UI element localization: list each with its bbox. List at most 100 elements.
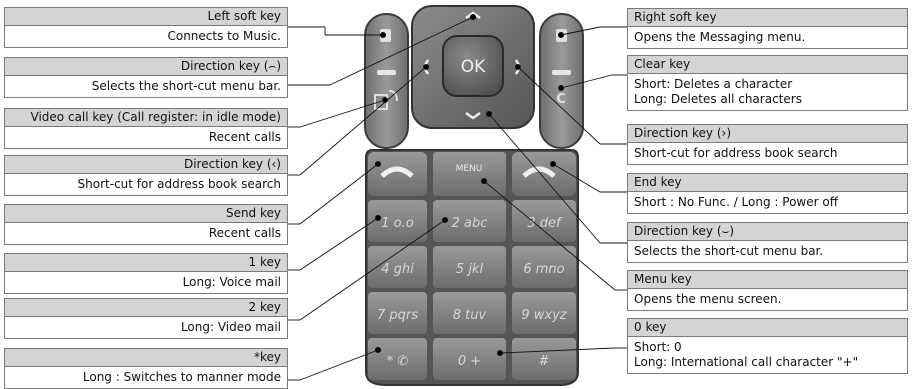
key-8 xyxy=(433,292,506,334)
callout-title: 2 key xyxy=(4,298,288,317)
callout-description-line: Long: Voice mail xyxy=(182,275,281,289)
callout-description: Selects the short-cut menu bar. xyxy=(627,241,908,263)
callout-title: Direction key (⌣) xyxy=(627,222,908,241)
ok-key-label: OK xyxy=(461,57,486,77)
callout-description: Short-cut for address book search xyxy=(4,174,288,196)
leader-dot xyxy=(557,31,565,39)
key-10 xyxy=(368,338,427,380)
key-label: 6 mno xyxy=(523,262,564,277)
left-callout: Direction key (⌢)Selects the short-cut m… xyxy=(4,57,288,98)
callout-description: Long : Switches to manner mode xyxy=(4,367,288,389)
callout-description-line: Selects the short-cut menu bar. xyxy=(634,244,824,258)
callout-leader-lines xyxy=(288,13,627,381)
callout-description-line: Opens the menu screen. xyxy=(634,292,782,306)
callout-title: Send key xyxy=(4,204,288,223)
leader-line xyxy=(499,347,616,354)
right-callout: Direction key (⌣) Selects the short-cut m… xyxy=(627,222,908,263)
callout-description: Long: Voice mail xyxy=(4,272,288,294)
leader-line xyxy=(299,217,379,271)
key-11 xyxy=(433,338,506,380)
key-label: 5 jkl xyxy=(456,262,484,277)
callout-description-line: Recent calls xyxy=(208,226,281,240)
key-label: 7 pqrs xyxy=(377,308,418,323)
leader-dot xyxy=(374,160,382,168)
left-callout: Video call key (Call register: in idle m… xyxy=(4,108,288,149)
key-12 xyxy=(512,338,576,380)
callout-title: Left soft key xyxy=(4,7,288,26)
callout-description-line: Long : Switches to manner mode xyxy=(82,370,281,384)
leader-dot xyxy=(557,84,565,92)
leader-dot xyxy=(480,177,488,185)
callout-title: Video call key (Call register: in idle m… xyxy=(4,108,288,127)
left-soft-key xyxy=(364,13,409,149)
callout-description-line: Long: Video mail xyxy=(180,320,281,334)
leader-line xyxy=(552,163,601,193)
callout-title: End key xyxy=(627,173,908,192)
key-label: 2 abc xyxy=(452,216,488,231)
key-label: 0 + xyxy=(458,354,481,369)
key-label: 8 tuv xyxy=(453,308,487,323)
navigation-pad: OK xyxy=(411,5,535,129)
leader-line xyxy=(560,74,613,89)
callout-title: Direction key (‹) xyxy=(4,155,288,174)
callout-description: Long: Video mail xyxy=(4,317,288,339)
callout-description-line: Recent calls xyxy=(208,130,281,144)
leader-line xyxy=(560,26,601,36)
key-9 xyxy=(512,292,576,334)
callout-description-line: Short-cut for address book search xyxy=(77,177,281,191)
leader-dot xyxy=(422,63,430,71)
callout-title: *key xyxy=(4,348,288,367)
callout-description-line: Short-cut for address book search xyxy=(634,146,838,160)
callout-description-line: Connects to Music. xyxy=(167,29,281,43)
leader-dot xyxy=(379,31,387,39)
callout-title: Menu key xyxy=(627,270,908,289)
callout-description-line: Short: 0 xyxy=(634,340,682,354)
leader-dot xyxy=(496,349,504,357)
svg-text:C: C xyxy=(556,92,566,107)
leader-line xyxy=(329,16,474,86)
leader-line xyxy=(299,66,427,176)
leader-dot xyxy=(374,214,382,222)
key-label: # xyxy=(539,354,550,369)
callout-title: Clear key xyxy=(627,55,908,74)
leader-dot xyxy=(469,13,477,21)
callout-title: Direction key (⌢) xyxy=(4,57,288,76)
leader-dot xyxy=(374,346,382,354)
leader-line xyxy=(488,113,601,244)
callout-description: Opens the Messaging menu. xyxy=(627,27,908,49)
key-7 xyxy=(368,292,427,334)
key-label: * ✆ xyxy=(387,354,409,369)
leader-line xyxy=(483,180,616,291)
key-2 xyxy=(433,200,506,242)
leader-line xyxy=(299,99,386,128)
leader-line xyxy=(517,66,601,145)
callout-description-line: Opens the Messaging menu. xyxy=(634,30,806,44)
callout-description: Short-cut for address book search xyxy=(627,143,908,165)
callout-title: 0 key xyxy=(627,318,908,337)
callout-description-line: Short: Deletes a character xyxy=(634,77,793,91)
callout-title: Right soft key xyxy=(627,8,908,27)
key-label: 9 wxyz xyxy=(521,308,567,323)
leader-dot xyxy=(549,160,557,168)
key-5 xyxy=(433,246,506,288)
key-3 xyxy=(512,200,576,242)
key-4 xyxy=(368,246,427,288)
leader-dot xyxy=(485,110,493,118)
key-label: 3 def xyxy=(527,216,563,231)
leader-line xyxy=(299,219,446,321)
callout-description: Selects the short-cut menu bar. xyxy=(4,76,288,98)
callout-description-line: Long: Deletes all characters xyxy=(634,92,802,106)
leader-line xyxy=(299,163,379,225)
leader-dot xyxy=(441,216,449,224)
key-6 xyxy=(512,246,576,288)
